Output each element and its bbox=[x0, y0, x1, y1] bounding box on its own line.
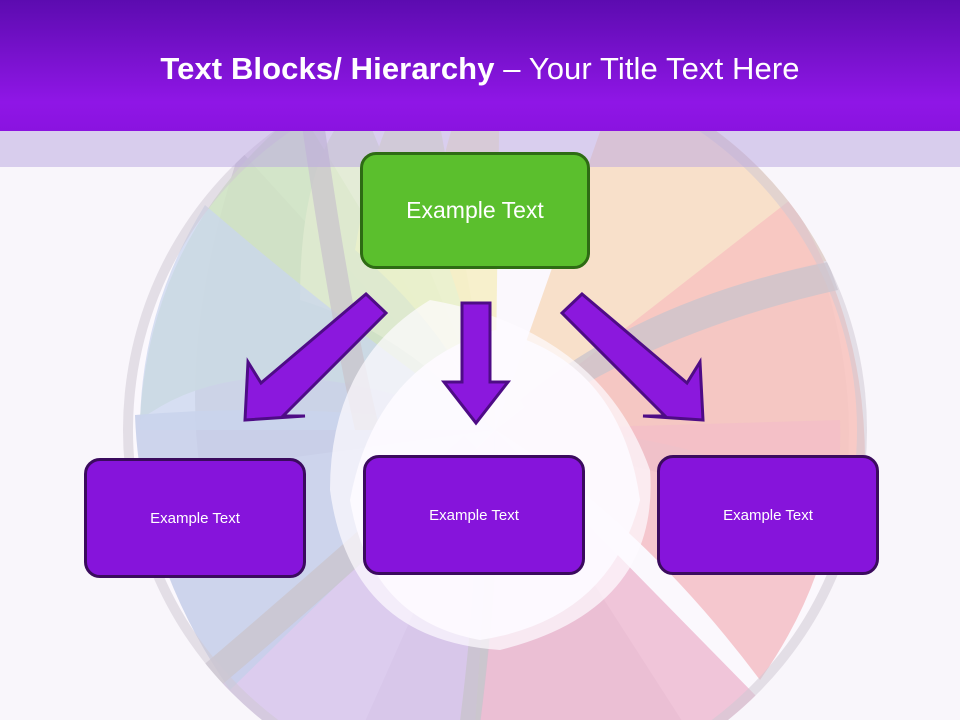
node-child-middle-label: Example Text bbox=[429, 506, 519, 524]
page-title-separator: – bbox=[503, 51, 529, 86]
node-root-label: Example Text bbox=[406, 197, 544, 223]
page-title: Text Blocks/ Hierarchy – Your Title Text… bbox=[0, 50, 960, 88]
node-root[interactable]: Example Text bbox=[360, 152, 590, 269]
page-title-light: Your Title Text Here bbox=[528, 51, 800, 86]
node-child-right[interactable]: Example Text bbox=[657, 455, 879, 575]
page-title-strong: Text Blocks/ Hierarchy bbox=[160, 51, 504, 86]
title-bar: Text Blocks/ Hierarchy – Your Title Text… bbox=[0, 0, 960, 131]
node-child-left[interactable]: Example Text bbox=[84, 458, 306, 578]
node-child-right-label: Example Text bbox=[723, 506, 813, 524]
node-child-left-label: Example Text bbox=[150, 509, 240, 527]
node-child-middle[interactable]: Example Text bbox=[363, 455, 585, 575]
